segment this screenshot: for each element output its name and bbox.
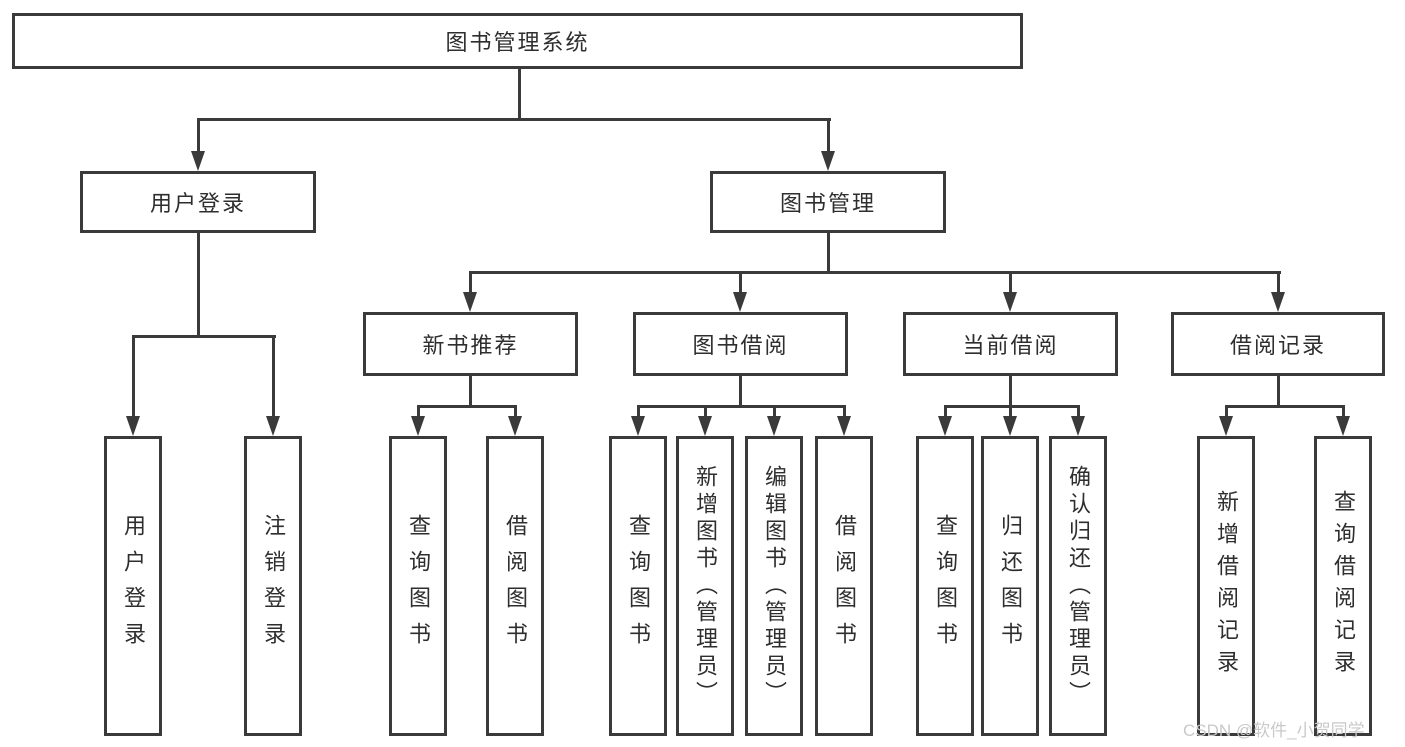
arrowhead-leaf-login — [126, 416, 140, 436]
arrowhead-cur-return — [1003, 416, 1017, 436]
node-label: 用户登录 — [121, 514, 146, 658]
connector-drop-rec-borrow — [514, 405, 517, 420]
arrowhead-bor-edit — [767, 416, 781, 436]
connector-drop-bor-add — [704, 405, 707, 420]
connector-level1-bar — [197, 118, 831, 121]
arrowhead-current — [1003, 292, 1017, 312]
connector-drop-leaf-logout — [272, 335, 275, 420]
node-label: 查询图书 — [626, 514, 651, 658]
arrowhead-recommend — [463, 292, 477, 312]
node-label: 用户登录 — [149, 191, 246, 216]
connector-drop-current — [1009, 271, 1012, 296]
connector-record-bar — [1225, 405, 1345, 408]
connector-recommend-bar — [417, 405, 517, 408]
arrowhead-book-mgmt — [821, 151, 835, 171]
connector-drop-record — [1277, 271, 1280, 296]
leaf-return-book: 归还图书 — [981, 436, 1039, 736]
connector-drop-leaf-login — [132, 335, 135, 420]
arrowhead-leaf-logout — [266, 416, 280, 436]
csdn-watermark: CSDN @软件_小贺同学 — [1183, 721, 1365, 740]
connector-drop-rec-query — [417, 405, 420, 420]
node-new-book-recommend: 新书推荐 — [363, 312, 578, 376]
leaf-logout: 注销登录 — [244, 436, 302, 736]
node-book-management-branch: 图书管理 — [710, 171, 946, 233]
arrowhead-rec-borrow — [508, 416, 522, 436]
connector-recommend-stem — [469, 374, 472, 408]
arrowhead-rec-query2 — [1336, 416, 1350, 436]
connector-login-bar — [132, 335, 276, 338]
leaf-borrow-book: 借阅图书 — [815, 436, 873, 736]
node-label: 新书推荐 — [422, 333, 519, 358]
node-borrow-record: 借阅记录 — [1171, 312, 1385, 376]
node-label: 确认归还（管理员） — [1066, 464, 1091, 708]
arrowhead-bor-query — [631, 416, 645, 436]
leaf-query-borrow-record: 查询借阅记录 — [1314, 436, 1372, 736]
connector-drop-cur-return — [1009, 405, 1012, 420]
connector-borrow-bar — [637, 405, 846, 408]
connector-drop-cur-confirm — [1077, 405, 1080, 420]
leaf-query-book-borrow: 查询图书 — [609, 436, 667, 736]
node-label: 图书管理系统 — [445, 30, 590, 55]
leaf-query-book-current: 查询图书 — [916, 436, 974, 736]
connector-login-stem — [197, 231, 200, 337]
connector-drop-bor-edit — [773, 405, 776, 420]
leaf-add-borrow-record: 新增借阅记录 — [1197, 436, 1255, 736]
connector-drop-user-login — [197, 118, 200, 155]
node-current-borrow: 当前借阅 — [903, 312, 1118, 376]
connector-mgmt-stem — [827, 231, 830, 273]
node-book-borrow: 图书借阅 — [633, 312, 848, 376]
connector-drop-bor-borrow — [843, 405, 846, 420]
node-label: 当前借阅 — [962, 333, 1059, 358]
node-label: 图书管理 — [779, 191, 876, 216]
node-user-login-branch: 用户登录 — [80, 171, 316, 233]
leaf-user-login: 用户登录 — [104, 436, 162, 736]
node-label: 借阅图书 — [503, 514, 528, 658]
node-label: 注销登录 — [261, 514, 286, 658]
connector-drop-recommend — [469, 271, 472, 296]
arrowhead-bor-borrow — [837, 416, 851, 436]
arrowhead-rec-query — [411, 416, 425, 436]
leaf-query-book-recommend: 查询图书 — [389, 436, 447, 736]
arrowhead-cur-confirm — [1071, 416, 1085, 436]
node-label: 归还图书 — [998, 514, 1023, 658]
node-label: 图书借阅 — [692, 333, 789, 358]
node-label: 查询借阅记录 — [1331, 490, 1356, 682]
connector-record-stem — [1277, 374, 1280, 408]
leaf-edit-book-admin: 编辑图书（管理员） — [745, 436, 803, 736]
connector-root-stem — [518, 66, 521, 121]
connector-drop-cur-query — [944, 405, 947, 420]
connector-current-bar — [944, 405, 1080, 408]
leaf-confirm-return-admin: 确认归还（管理员） — [1049, 436, 1107, 736]
connector-borrow-stem — [739, 374, 742, 408]
leaf-borrow-book-recommend: 借阅图书 — [486, 436, 544, 736]
node-label: 查询图书 — [406, 514, 431, 658]
arrowhead-bor-add — [698, 416, 712, 436]
node-root-system: 图书管理系统 — [12, 13, 1023, 69]
arrowhead-cur-query — [938, 416, 952, 436]
node-label: 编辑图书（管理员） — [762, 464, 787, 708]
node-label: 借阅图书 — [832, 514, 857, 658]
node-label: 查询图书 — [933, 514, 958, 658]
node-label: 新增借阅记录 — [1214, 490, 1239, 682]
leaf-add-book-admin: 新增图书（管理员） — [676, 436, 734, 736]
connector-current-stem — [1009, 374, 1012, 408]
connector-level2-bar — [469, 271, 1281, 274]
node-label: 借阅记录 — [1229, 333, 1326, 358]
connector-drop-rec-add — [1225, 405, 1228, 420]
arrowhead-borrow — [733, 292, 747, 312]
connector-drop-borrow — [739, 271, 742, 296]
connector-drop-rec-query2 — [1342, 405, 1345, 420]
connector-drop-book-mgmt — [827, 118, 830, 155]
arrowhead-rec-add — [1219, 416, 1233, 436]
connector-drop-bor-query — [637, 405, 640, 420]
node-label: 新增图书（管理员） — [693, 464, 718, 708]
arrowhead-record — [1271, 292, 1285, 312]
arrowhead-user-login — [191, 151, 205, 171]
